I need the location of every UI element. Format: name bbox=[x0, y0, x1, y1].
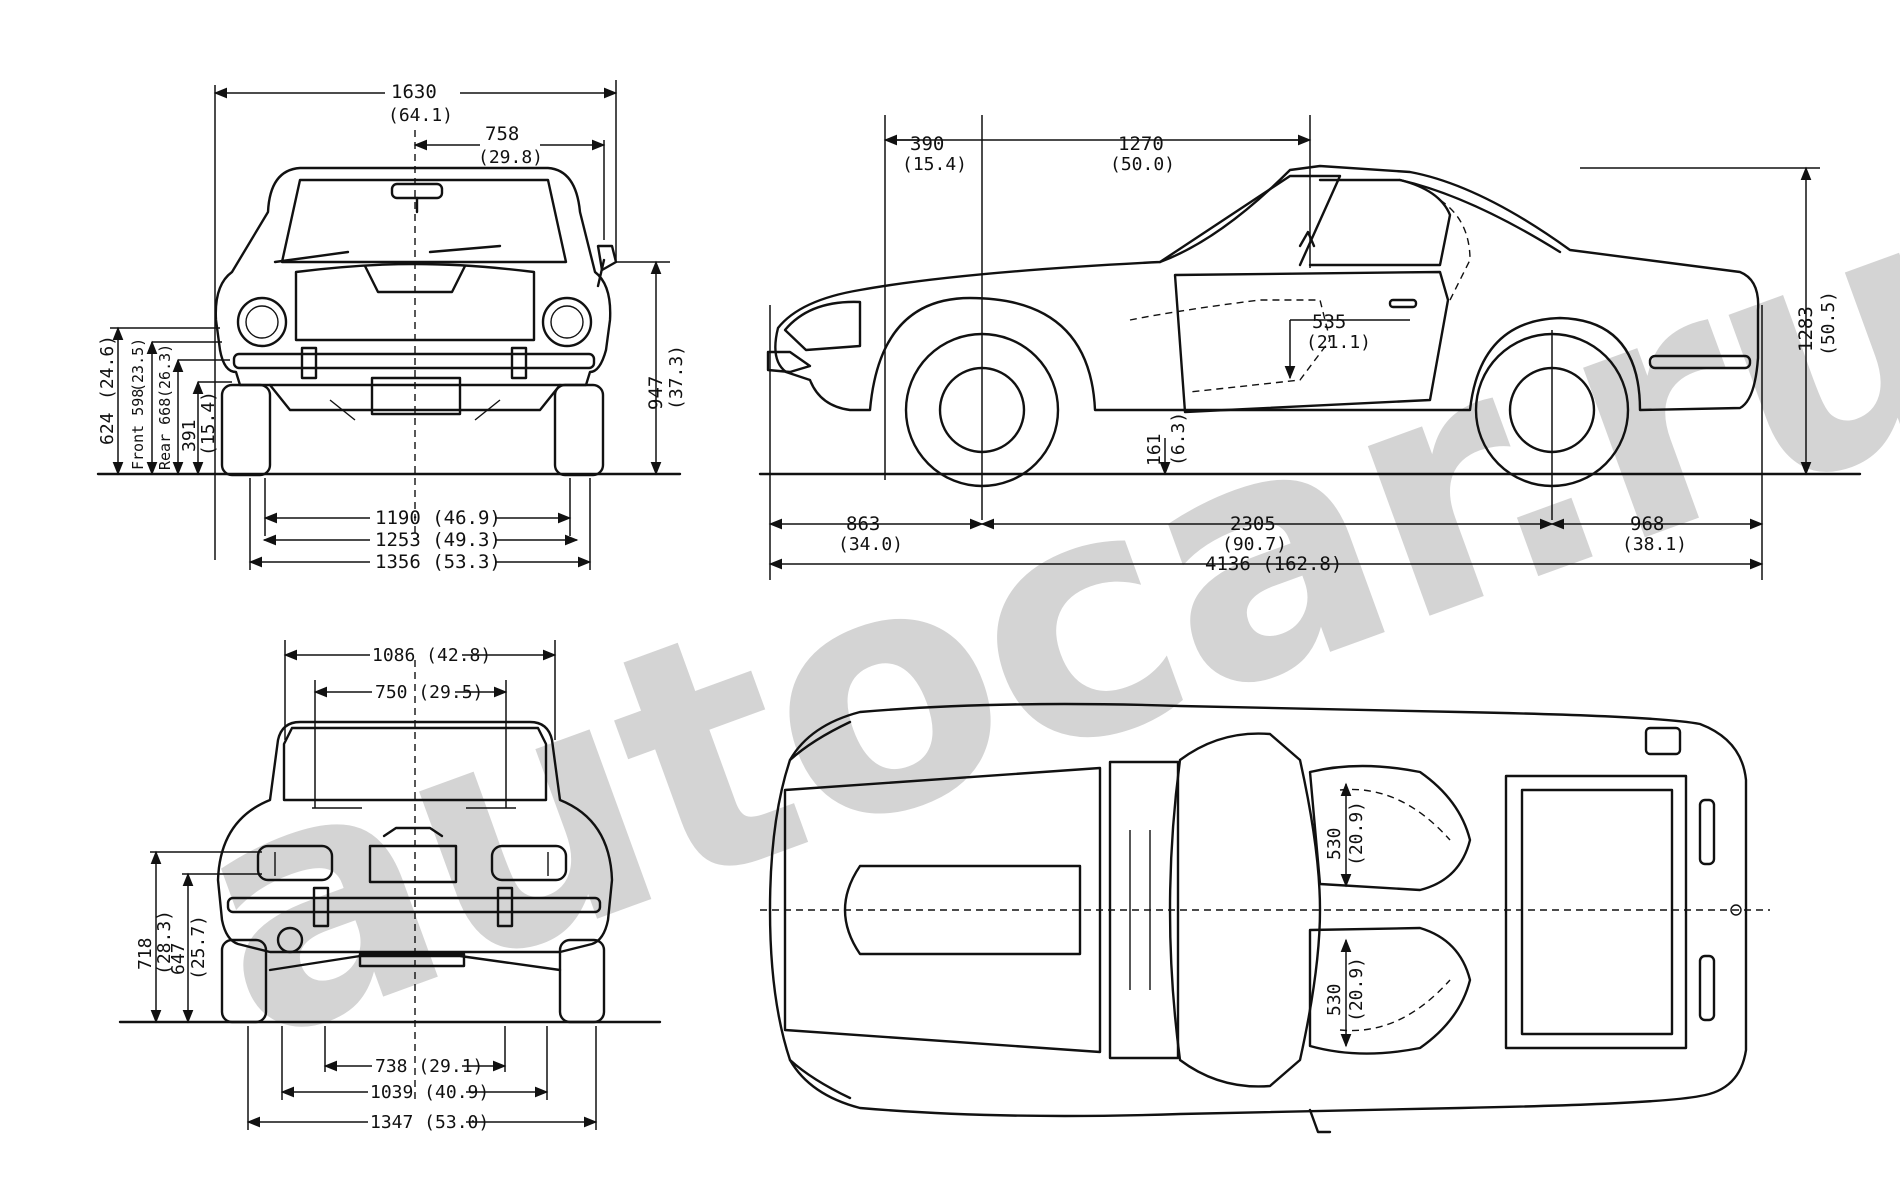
front-height-947-in: (37.3) bbox=[666, 345, 687, 410]
rear-668: Rear 668 bbox=[156, 398, 174, 470]
side-1283: 1283 bbox=[1795, 306, 1817, 352]
front-track-1190: 1190 (46.9) bbox=[375, 507, 501, 529]
side-390: 390 bbox=[910, 133, 944, 155]
front-view: 1630 (64.1) 758 (29.8) 947 (37.3) 624 (2… bbox=[96, 80, 687, 573]
side-535-in: (21.1) bbox=[1306, 332, 1371, 353]
watermark-text: autocar.ru bbox=[148, 127, 1900, 1117]
rear-647: 647 bbox=[168, 942, 189, 975]
front-track-1253: 1253 (49.3) bbox=[375, 529, 501, 551]
rear-647-in: (25.7) bbox=[188, 915, 209, 980]
side-863-in: (34.0) bbox=[838, 534, 903, 555]
rear-width-750: 750 (29.5) bbox=[375, 682, 483, 703]
front-624: 624 bbox=[97, 412, 118, 445]
front-598: Front 598 bbox=[129, 389, 147, 470]
rear-track-1347: 1347 (53.0) bbox=[370, 1112, 489, 1133]
front-391-in: (15.4) bbox=[198, 391, 219, 456]
top-seat-530-b-in: (20.9) bbox=[1346, 957, 1367, 1022]
front-height-947: 947 bbox=[645, 376, 667, 410]
rear-track-1039: 1039 (40.9) bbox=[370, 1082, 489, 1103]
side-535: 535 bbox=[1312, 311, 1346, 333]
side-1270-in: (50.0) bbox=[1110, 154, 1175, 175]
side-863: 863 bbox=[846, 513, 880, 535]
front-overall-width-in: (64.1) bbox=[388, 105, 453, 126]
side-390-in: (15.4) bbox=[902, 154, 967, 175]
side-968-in: (38.1) bbox=[1622, 534, 1687, 555]
side-1270: 1270 bbox=[1118, 133, 1164, 155]
rear-668-in: (26.3) bbox=[156, 344, 174, 398]
front-overall-width: 1630 bbox=[391, 81, 437, 103]
side-view: 390 (15.4) 1270 (50.0) 1283 (50.5) 535 (… bbox=[758, 115, 1862, 580]
front-mirror-offset: 758 bbox=[485, 123, 519, 145]
front-624-in: (24.6) bbox=[97, 335, 118, 400]
rear-718-in: (28.3) bbox=[154, 910, 175, 975]
rear-track-738: 738 (29.1) bbox=[375, 1056, 483, 1077]
front-track-1356: 1356 (53.3) bbox=[375, 551, 501, 573]
front-598-in: (23.5) bbox=[129, 338, 147, 392]
side-161-in: (6.3) bbox=[1168, 412, 1189, 466]
side-2305: 2305 bbox=[1230, 513, 1276, 535]
top-seat-530-a: 530 bbox=[1324, 827, 1345, 860]
side-968: 968 bbox=[1630, 513, 1664, 535]
side-overall-length: 4136 (162.8) bbox=[1205, 553, 1342, 575]
front-mirror-offset-in: (29.8) bbox=[478, 147, 543, 168]
side-161: 161 bbox=[1144, 433, 1165, 466]
watermark-logo: autocar.ru bbox=[148, 127, 1900, 1117]
side-2305-in: (90.7) bbox=[1222, 534, 1287, 555]
top-seat-530-b: 530 bbox=[1324, 983, 1345, 1016]
top-view: 530 (20.9) 530 (20.9) bbox=[760, 702, 1770, 1134]
rear-718: 718 bbox=[135, 937, 156, 970]
top-seat-530-a-in: (20.9) bbox=[1346, 801, 1367, 866]
rear-width-1086: 1086 (42.8) bbox=[372, 645, 491, 666]
side-1283-in: (50.5) bbox=[1818, 291, 1839, 356]
front-391: 391 bbox=[179, 419, 200, 452]
rear-view: 1086 (42.8) 750 (29.5) 718 (28.3) 647 (2… bbox=[118, 640, 662, 1133]
